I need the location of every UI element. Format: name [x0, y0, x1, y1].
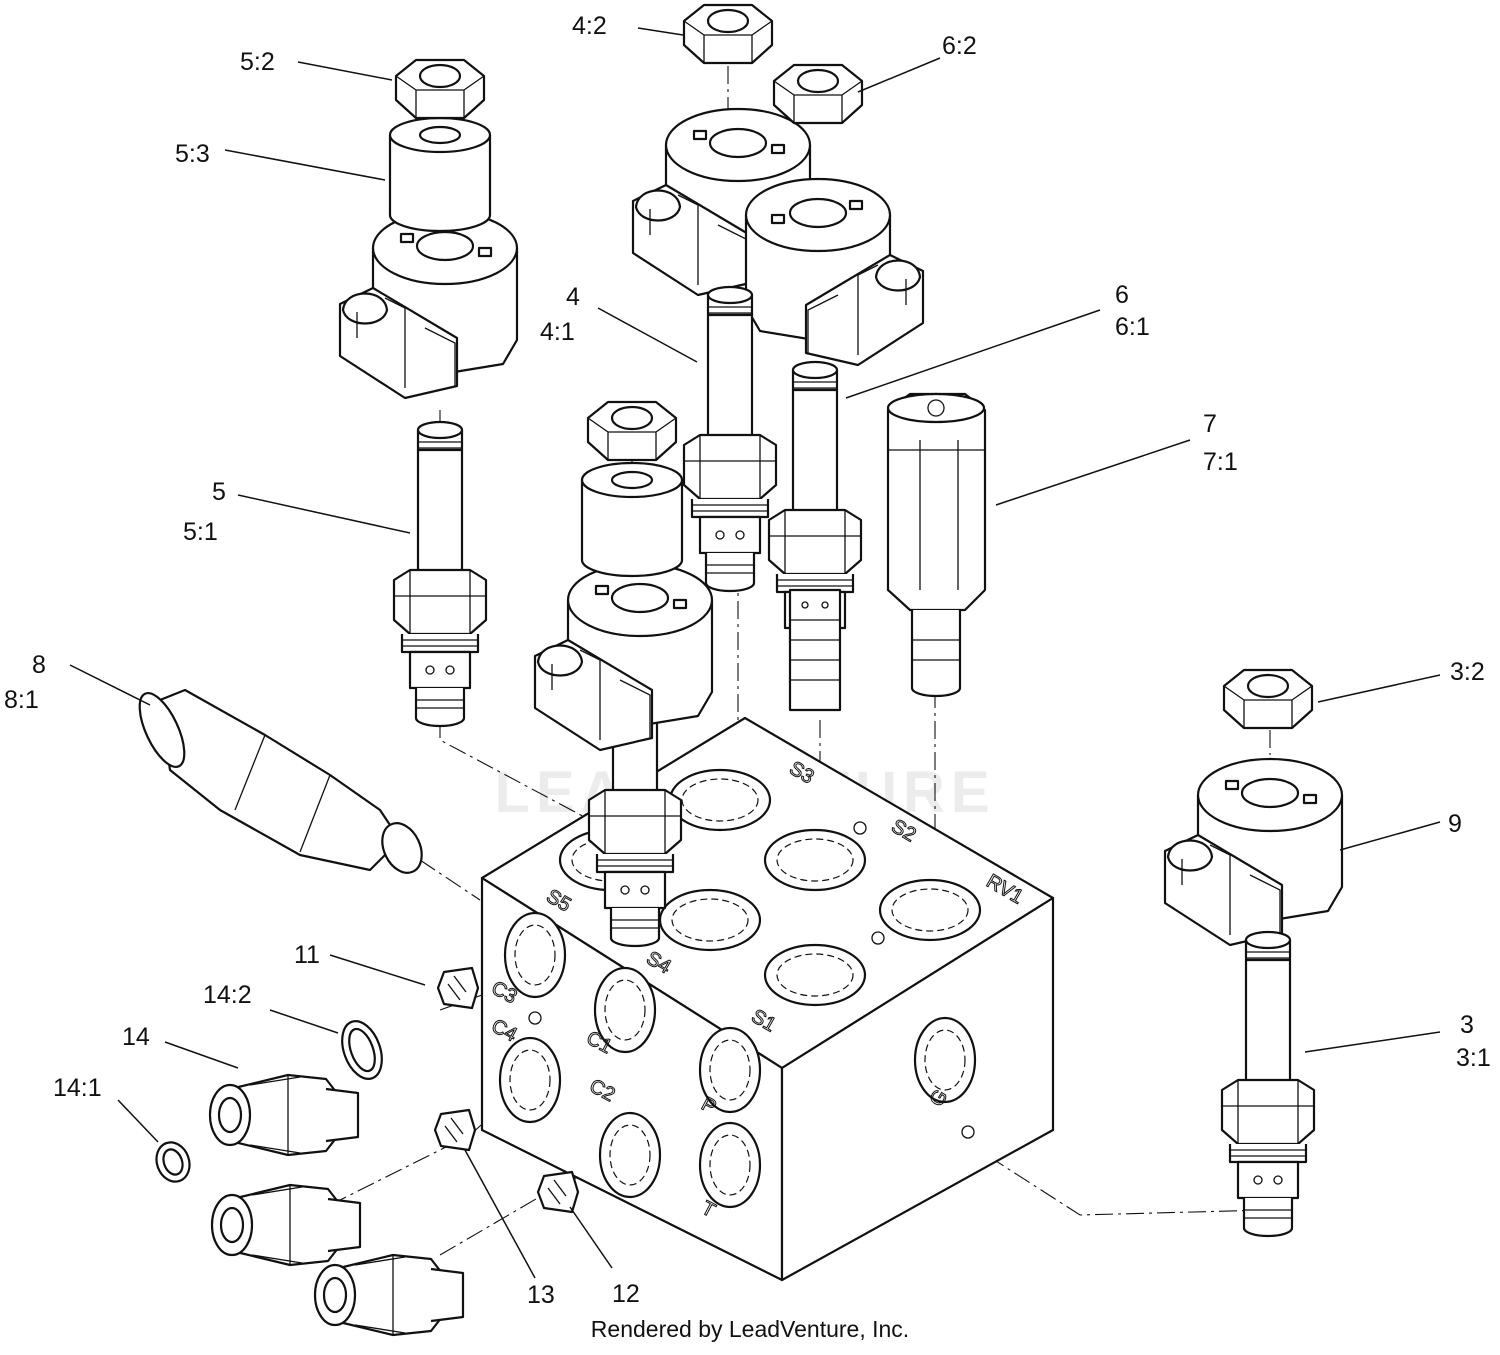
callout-labels: 5:2 4:2 6:2 5:3 4 4:1 6 6:1 7 7:1 5 5:1 …: [4, 12, 1491, 1309]
callout-6-2: 6:2: [942, 32, 977, 60]
callout-7: 7: [1203, 410, 1217, 438]
callout-11: 11: [294, 941, 320, 969]
callout-6: 6: [1115, 281, 1129, 309]
callout-12: 12: [612, 1280, 640, 1308]
part-5-assembly: [338, 58, 519, 728]
part-7-assembly: [886, 392, 987, 698]
callout-4-2: 4:2: [572, 12, 607, 40]
part-4-6-coils: [631, 3, 925, 367]
callout-8: 8: [32, 651, 46, 679]
callout-3-2: 3:2: [1450, 658, 1485, 686]
callout-5-1: 5:1: [183, 518, 218, 546]
callout-14: 14: [122, 1023, 150, 1051]
callout-3: 3: [1460, 1011, 1474, 1039]
part-8-assembly: [138, 688, 423, 874]
part-3-9-assembly: [1163, 668, 1344, 1238]
callout-5-2: 5:2: [240, 48, 275, 76]
callout-4-1: 4:1: [540, 318, 575, 346]
callout-5-3: 5:3: [175, 140, 210, 168]
callout-7-1: 7:1: [1203, 448, 1238, 476]
fittings: [155, 966, 580, 1337]
callout-3-1: 3:1: [1456, 1044, 1491, 1072]
callout-14-1: 14:1: [53, 1074, 102, 1102]
footer-credit: Rendered by LeadVenture, Inc.: [591, 1316, 909, 1342]
callout-9: 9: [1448, 810, 1462, 838]
callout-14-2: 14:2: [203, 981, 252, 1009]
callout-6-1: 6:1: [1115, 313, 1150, 341]
callout-5: 5: [212, 478, 226, 506]
leader-lines: [69, 27, 1441, 1279]
callout-8-1: 8:1: [4, 686, 39, 714]
callout-4: 4: [566, 283, 580, 311]
part-4-6-cartridges: [682, 285, 863, 712]
callout-13: 13: [527, 1281, 555, 1309]
